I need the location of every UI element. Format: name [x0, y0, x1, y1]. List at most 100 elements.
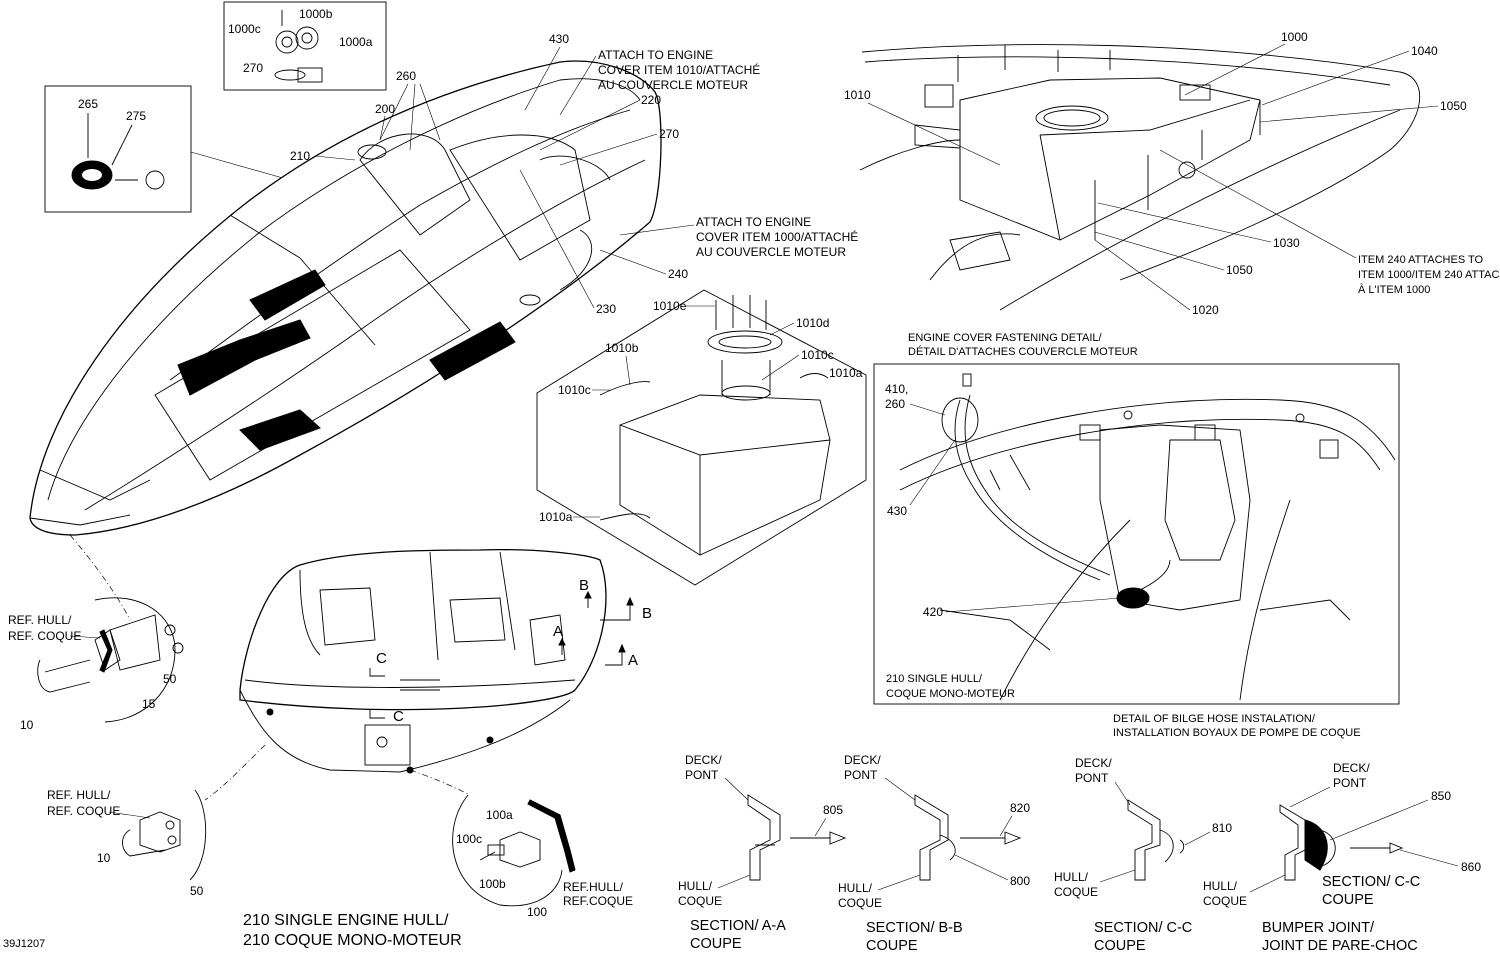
ref-hull-1-line2: REF. COQUE: [8, 629, 81, 643]
note-attach-1010-line2: COVER ITEM 1010/ATTACHÉ: [598, 62, 760, 77]
note-item240-line3: À L'ITEM 1000: [1358, 283, 1430, 296]
bump-hull: HULL/: [1203, 879, 1238, 893]
ref-hull-2-line1: REF. HULL/: [47, 788, 111, 802]
inset-vent-box: 1000b 1000c 1000a 270: [223, 1, 387, 91]
label-50a: 50: [163, 672, 177, 686]
marker-section-b2: B: [642, 605, 652, 622]
label-850: 850: [1431, 789, 1451, 803]
engine-cover-callouts: 1000 1040 1010 1050 1030 1050 1020 ITEM …: [844, 30, 1500, 317]
sec-cc-hull: HULL/: [1054, 870, 1089, 884]
note-attach-1000-line3: AU COUVERCLE MOTEUR: [696, 245, 846, 259]
cover-detail-box: 1010e 1010d 1010b 1010c 1010a 1010c 1010…: [536, 289, 867, 586]
label-1020: 1020: [1192, 303, 1219, 317]
label-1010: 1010: [844, 88, 871, 102]
section-cc: DECK/ PONT HULL/ COQUE 810 SECTION/ C-C …: [1054, 756, 1232, 954]
label-860: 860: [1461, 860, 1481, 874]
label-260b: 260: [885, 397, 905, 411]
sec-aa-pont: PONT: [685, 768, 719, 782]
label-800: 800: [1010, 874, 1030, 888]
label-10a: 10: [20, 718, 34, 732]
caption-ecd-line1: ENGINE COVER FASTENING DETAIL/: [908, 332, 1102, 344]
marker-section-a: A: [553, 623, 563, 640]
sec-aa-hull: HULL/: [678, 879, 713, 893]
sec-cc-coupe: COUPE: [1094, 938, 1146, 954]
rear-hull-section-markers: B A B A C C: [369, 577, 652, 725]
label-1010d: 1010d: [796, 316, 829, 330]
label-100c: 100c: [456, 832, 482, 846]
sec-aa-coque: COQUE: [678, 894, 722, 908]
sec-bb-coupe: COUPE: [866, 938, 918, 954]
label-50b: 50: [190, 884, 204, 898]
sec-cc-title: SECTION/ C-C: [1094, 920, 1192, 936]
label-100: 100: [527, 905, 547, 919]
note-attach-1010-line3: AU COUVERCLE MOTEUR: [598, 78, 748, 92]
ref-hull-2-line2: REF. COQUE: [47, 804, 120, 818]
caption-single-hull-line2: COQUE MONO-MOTEUR: [886, 688, 1015, 700]
marker-section-c: C: [376, 650, 387, 667]
sec-bb-deck: DECK/: [844, 753, 881, 767]
note-item240-line2: ITEM 1000/ITEM 240 ATTACHÉ: [1358, 268, 1500, 281]
bump-section-coupe: COUPE: [1322, 892, 1374, 908]
engine-cover-assembly: [859, 44, 1421, 311]
hardware-group-a: REF. HULL/ REF. COQUE 50 10 15: [8, 597, 184, 732]
label-100b: 100b: [479, 877, 506, 891]
label-1010a-right: 1010a: [829, 366, 863, 380]
label-1010c-right: 1010c: [801, 348, 834, 362]
bump-deck: DECK/: [1333, 761, 1370, 775]
label-820: 820: [1010, 801, 1030, 815]
diagram-title-line2: 210 COQUE MONO-MOTEUR: [243, 932, 462, 949]
label-100a: 100a: [486, 808, 513, 822]
section-aa: DECK/ PONT HULL/ COQUE 805 SECTION/ A-A …: [678, 753, 847, 952]
sec-cc-pont: PONT: [1075, 771, 1109, 785]
sec-cc-deck: DECK/: [1075, 756, 1112, 770]
diagram-title-line1: 210 SINGLE ENGINE HULL/: [243, 912, 449, 929]
label-420: 420: [923, 605, 943, 619]
bump-coque: COQUE: [1203, 894, 1247, 908]
hardware-group-b: REF. HULL/ REF. COQUE 10 50: [47, 788, 207, 898]
sec-bb-coque: COQUE: [838, 896, 882, 910]
sec-aa-deck: DECK/: [685, 753, 722, 767]
label-1000: 1000: [1281, 30, 1308, 44]
label-275: 275: [126, 109, 146, 123]
caption-single-hull-line1: 210 SINGLE HULL/: [886, 673, 983, 685]
note-attach-1000-line1: ATTACH TO ENGINE: [696, 215, 811, 229]
label-240: 240: [668, 267, 688, 281]
label-265: 265: [78, 97, 98, 111]
marker-section-b: B: [579, 577, 589, 594]
label-1030: 1030: [1273, 236, 1300, 250]
marker-section-c2: C: [393, 708, 404, 725]
label-10b: 10: [97, 851, 111, 865]
label-210: 210: [290, 149, 310, 163]
bumper-joint-title-line1: BUMPER JOINT/: [1262, 920, 1375, 936]
label-430b: 430: [887, 504, 907, 518]
label-1000b: 1000b: [299, 7, 333, 21]
drain-plug-group: 100a 100c 100b 100 REF.HULL/ REF.COQUE: [452, 794, 633, 919]
bump-section-title: SECTION/ C-C: [1322, 874, 1420, 890]
label-260: 260: [396, 69, 416, 83]
bumper-joint-title-line2: JOINT DE PARE-CHOC: [1262, 938, 1418, 954]
sec-aa-coupe: COUPE: [690, 936, 742, 952]
main-hull-callouts: 430 260 200 220 270 210 240 230 ATTACH T…: [290, 32, 858, 316]
label-200: 200: [375, 102, 395, 116]
label-1010e: 1010e: [653, 299, 687, 313]
caption-bilge-line2: INSTALLATION BOYAUX DE POMPE DE COQUE: [1113, 727, 1361, 739]
label-430: 430: [549, 32, 569, 46]
label-410: 410,: [885, 382, 908, 396]
marker-section-a2: A: [628, 652, 638, 669]
sec-bb-hull: HULL/: [838, 881, 873, 895]
sec-aa-title: SECTION/ A-A: [690, 918, 786, 934]
label-805: 805: [823, 803, 843, 817]
bump-pont: PONT: [1333, 776, 1367, 790]
caption-ecd-line2: DÉTAIL D'ATTACHES COUVERCLE MOTEUR: [908, 345, 1138, 358]
sec-bb-title: SECTION/ B-B: [866, 920, 963, 936]
inset-connector-box: 265 275: [44, 85, 192, 213]
label-270: 270: [243, 61, 263, 75]
note-attach-1000-line2: COVER ITEM 1000/ATTACHÉ: [696, 229, 858, 244]
label-1000a: 1000a: [339, 35, 373, 49]
bilge-detail-box: ENGINE COVER FASTENING DETAIL/ DÉTAIL D'…: [873, 332, 1400, 705]
label-1010b: 1010b: [605, 341, 639, 355]
sec-cc-coque: COQUE: [1054, 885, 1098, 899]
section-bb: DECK/ PONT HULL/ COQUE 820 800 SECTION/ …: [838, 753, 1030, 954]
